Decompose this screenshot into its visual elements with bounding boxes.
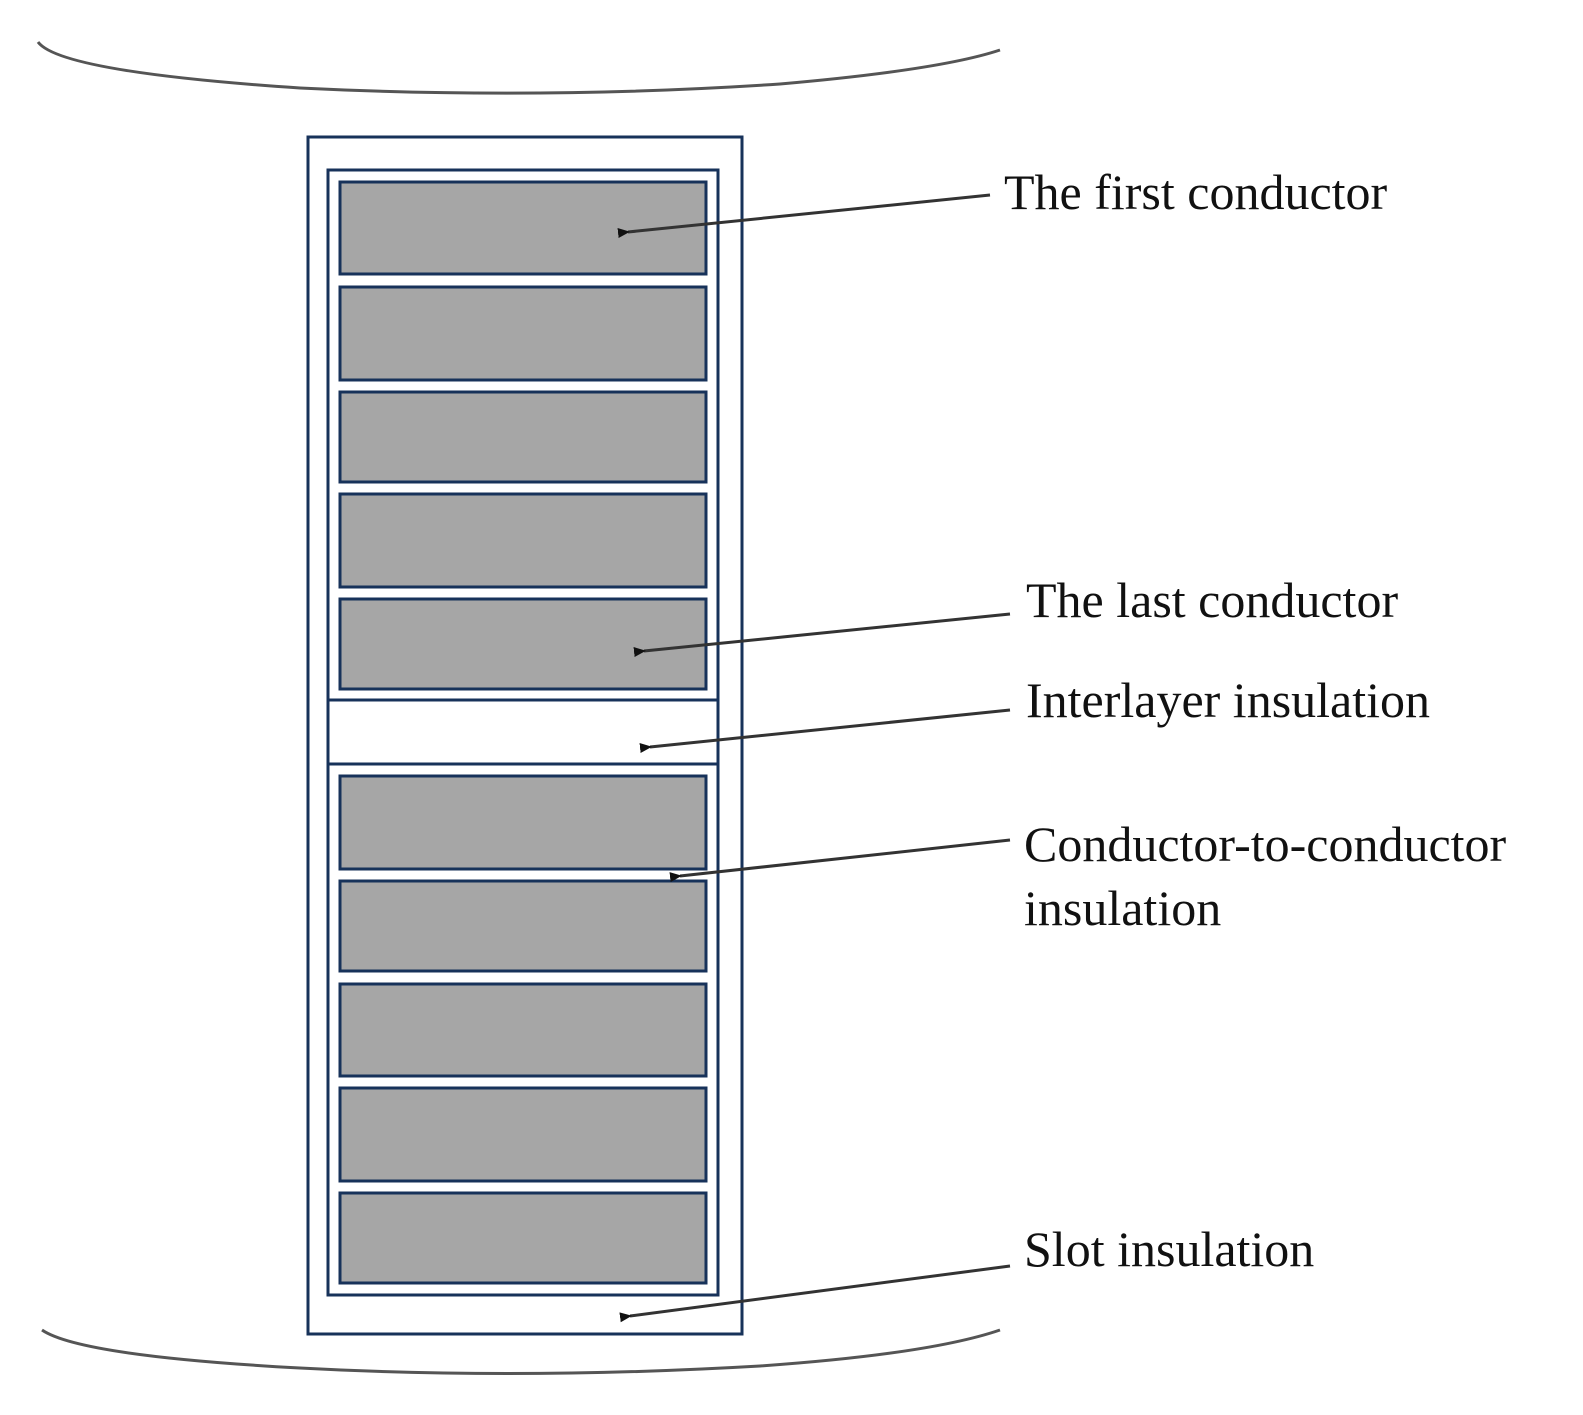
label-slot-insulation: Slot insulation xyxy=(1024,1221,1315,1277)
upper-layer-conductors xyxy=(338,180,708,691)
conductor xyxy=(338,597,708,691)
leader-conductor-to-conductor xyxy=(669,838,1011,883)
stator-core-arc-top xyxy=(36,41,1001,95)
label-first-conductor: The first conductor xyxy=(1004,164,1388,220)
conductor xyxy=(338,1191,708,1285)
label-conductor-to-conductor-line-2: insulation xyxy=(1024,880,1222,936)
leader-interlayer-insulation xyxy=(639,708,1011,753)
conductor xyxy=(338,982,708,1078)
leader-slot-insulation xyxy=(619,1264,1011,1323)
conductor xyxy=(338,390,708,484)
leader-first-conductor xyxy=(617,193,991,238)
conductor xyxy=(338,492,708,589)
conductor xyxy=(338,1086,708,1183)
conductor xyxy=(338,774,708,871)
interlayer-insulation-box xyxy=(326,698,720,766)
lower-layer-conductors xyxy=(338,774,708,1285)
conductor xyxy=(338,180,708,276)
leader-last-conductor xyxy=(633,612,1011,657)
label-conductor-to-conductor-line-1: Conductor-to-conductor xyxy=(1024,816,1507,872)
conductor xyxy=(338,285,708,382)
label-interlayer-insulation: Interlayer insulation xyxy=(1026,672,1431,728)
conductor xyxy=(338,879,708,973)
label-conductor-to-conductor-insulation: Conductor-to-conductor insulation xyxy=(1024,812,1506,940)
stator-core-arc-bottom xyxy=(41,1328,1001,1376)
label-last-conductor: The last conductor xyxy=(1026,572,1399,628)
